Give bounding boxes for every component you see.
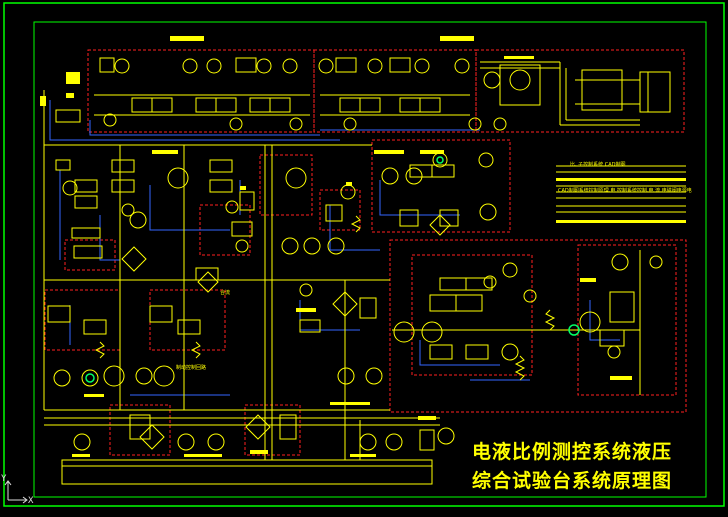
drawing-title-line-2: 综合试验台系统原理图 bbox=[472, 470, 673, 492]
drawing-title-line-1: 电液比例测控系统液压 bbox=[472, 441, 673, 463]
ucs-x-label: X bbox=[28, 496, 34, 506]
label-block bbox=[66, 72, 80, 84]
ucs-axis-icon bbox=[4, 480, 28, 504]
subsystem-box bbox=[87, 49, 315, 133]
subsystem-box bbox=[411, 254, 533, 376]
valve-block bbox=[581, 69, 623, 111]
subsystem-box bbox=[64, 239, 116, 271]
subsystem-box bbox=[109, 404, 171, 456]
label-block bbox=[440, 36, 474, 41]
outer-border bbox=[3, 2, 725, 507]
ucs-y-label: Y bbox=[1, 474, 7, 484]
subsystem-box bbox=[319, 189, 361, 231]
oil-tank bbox=[61, 459, 433, 485]
inner-border bbox=[33, 21, 707, 498]
subsystem-box bbox=[44, 289, 121, 351]
label-brake-circuit: 制动控制回路 bbox=[176, 365, 207, 371]
label-block bbox=[170, 36, 204, 41]
legend-note-b: CAD制图系统控制原理,电 控制系统控制,电 流,电磁阀电源电 bbox=[558, 188, 692, 194]
subsystem-box bbox=[577, 244, 677, 396]
subsystem-box bbox=[389, 239, 687, 413]
subsystem-box bbox=[259, 154, 313, 216]
hydraulic-cylinder bbox=[639, 71, 671, 113]
label-hebing: 合流 bbox=[220, 290, 231, 296]
legend-note-a: 比, 子控制系统 CAD制图 bbox=[570, 162, 626, 168]
subsystem-box bbox=[313, 49, 477, 133]
